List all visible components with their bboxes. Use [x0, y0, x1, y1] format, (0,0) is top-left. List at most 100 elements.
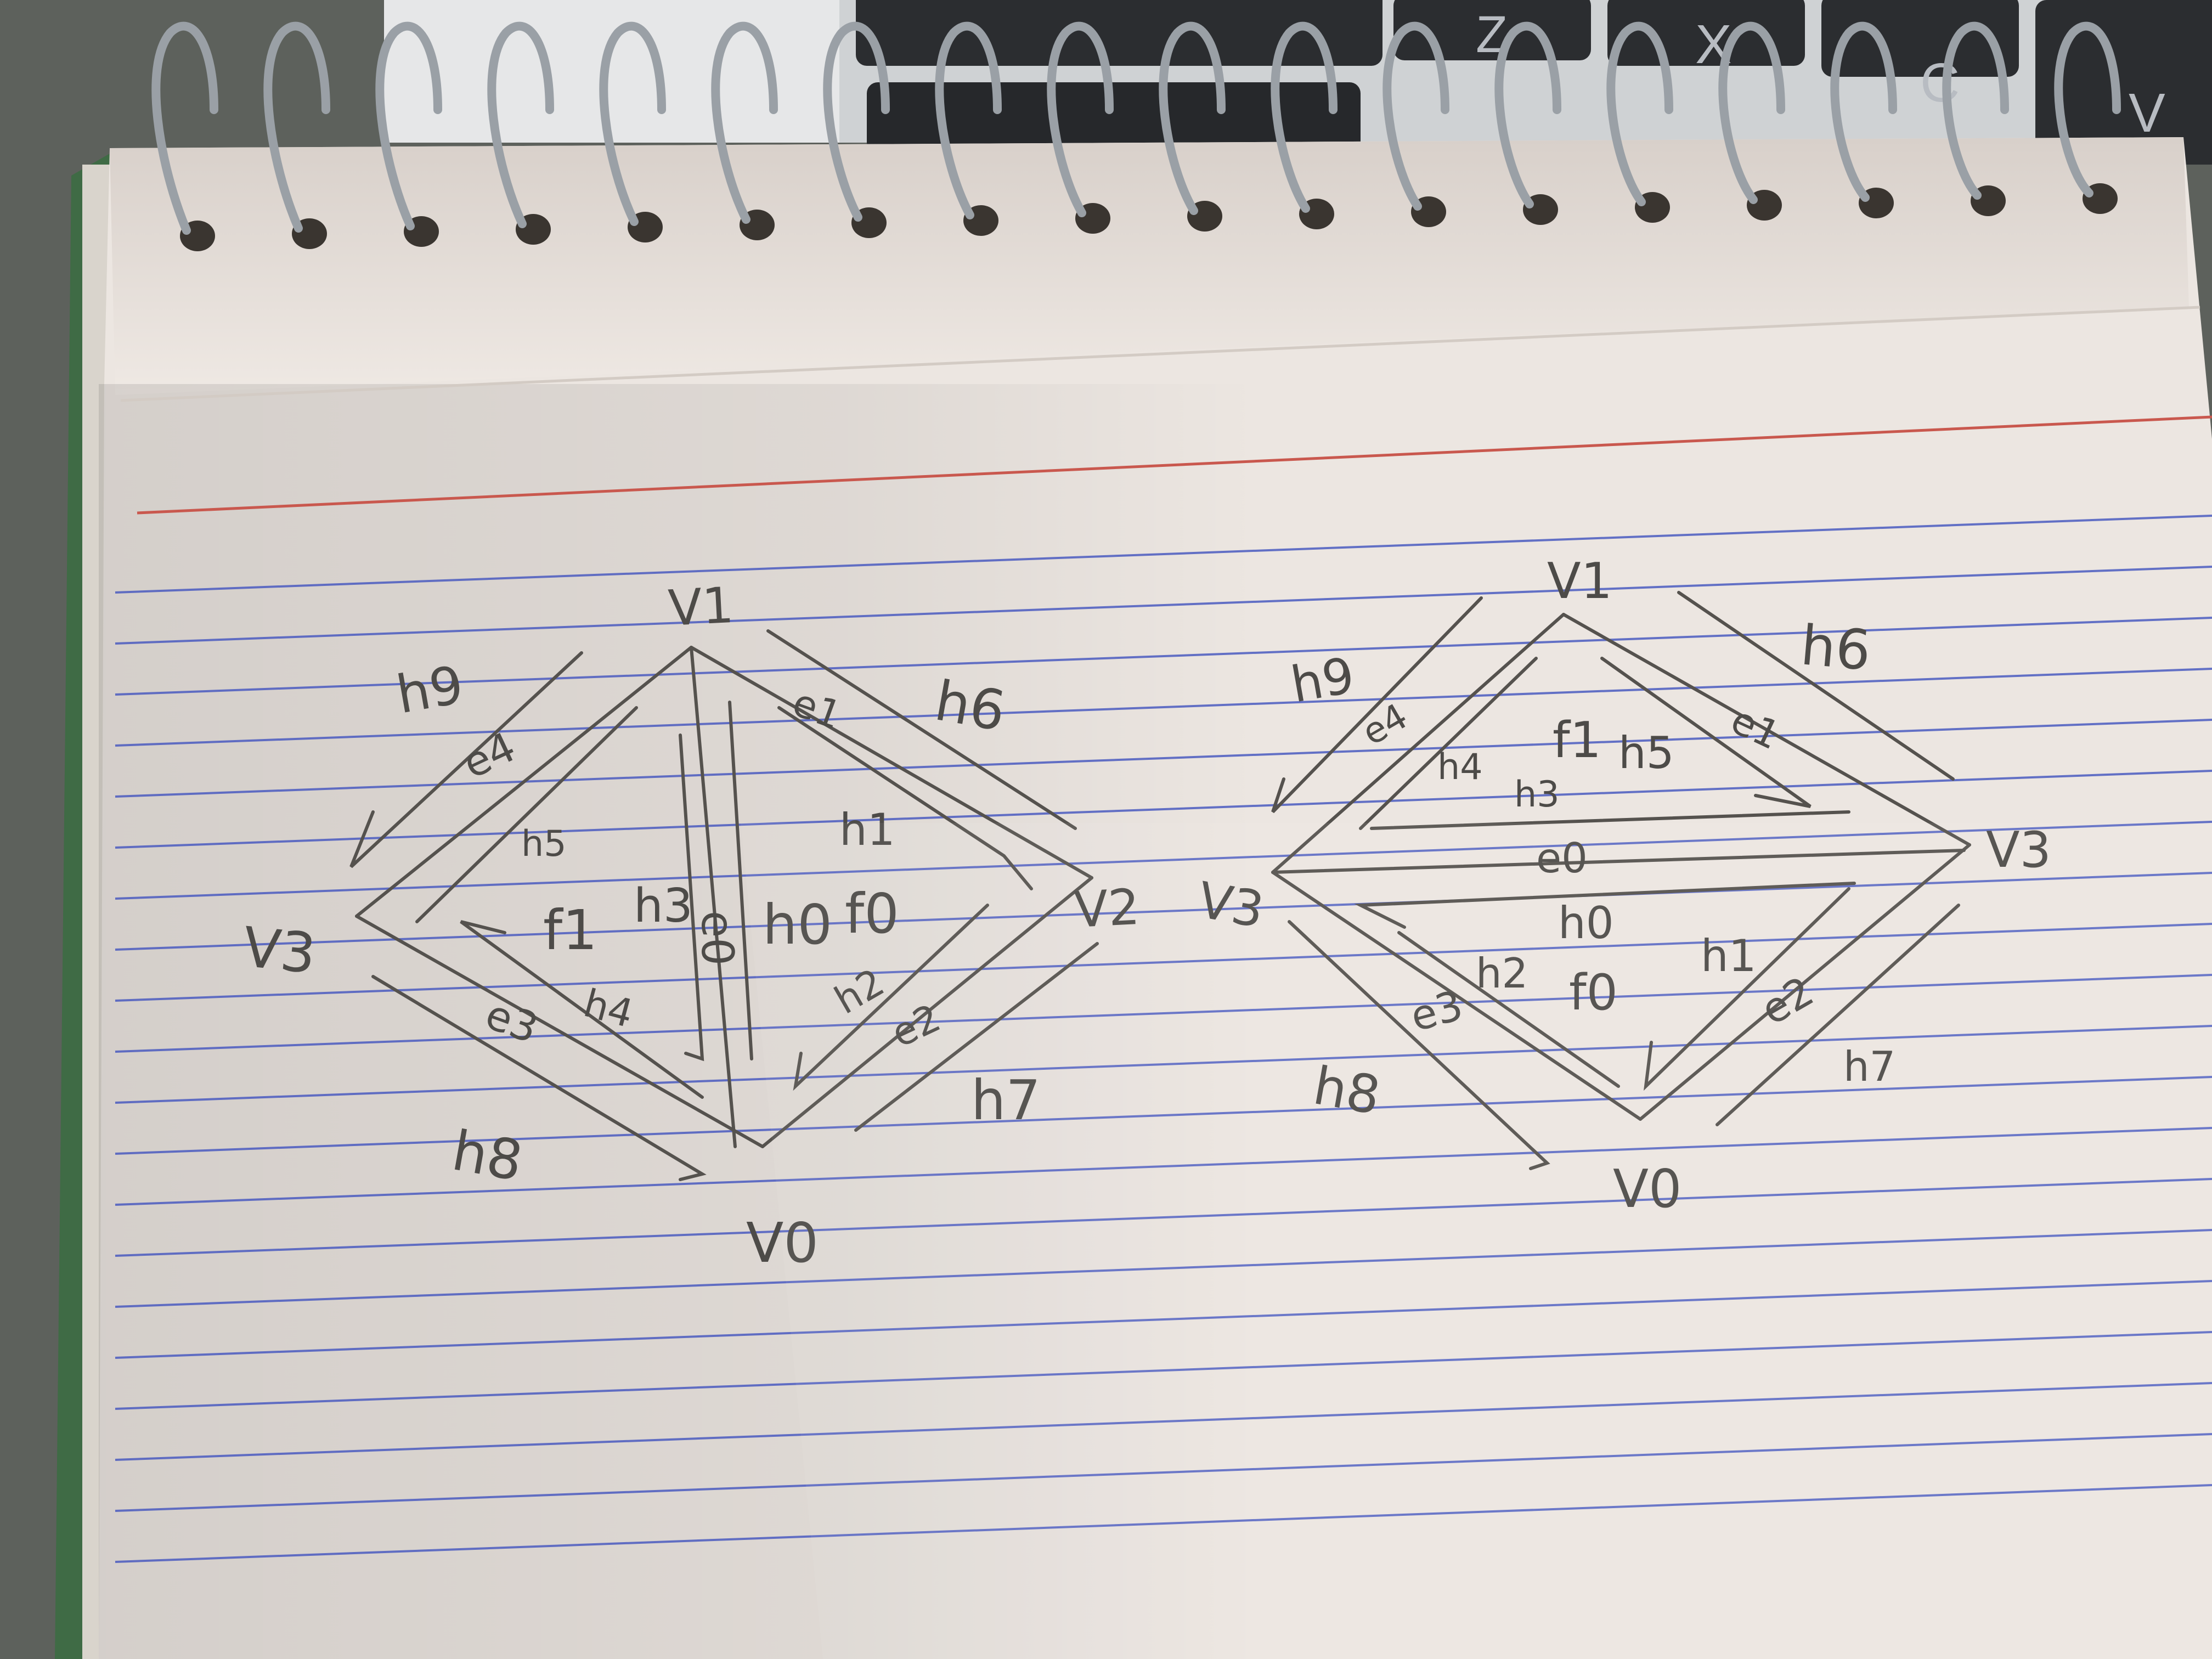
left-edge-v1-v3	[355, 646, 693, 918]
left-h5-arrow	[415, 706, 638, 923]
right-label-h1: h1	[1701, 930, 1757, 981]
spiral-ring	[823, 21, 890, 222]
right-h7-arrow	[1716, 904, 1960, 1126]
left-h1-arrow	[777, 706, 1033, 890]
left-label-h6: h6	[930, 668, 1010, 743]
spiral-binding	[151, 21, 2121, 251]
right-label-v3-right: V3	[1986, 821, 2051, 879]
spiral-ring	[1159, 21, 1226, 215]
left-edge-v3-v0	[355, 915, 764, 1148]
left-edge-v0-v2	[761, 876, 1093, 1148]
right-h2-arrow	[1397, 931, 1620, 1088]
right-label-h2: h2	[1476, 949, 1528, 997]
spiral-ring	[487, 21, 554, 228]
ruled-line	[115, 1127, 2212, 1206]
spiral-ring	[935, 21, 1002, 219]
spiral-ring	[2054, 21, 2121, 198]
key-c-label: C	[1920, 52, 1960, 114]
left-h4-arrow	[460, 920, 704, 1099]
ruled-line	[115, 1025, 2212, 1104]
right-h4-arrow	[1359, 657, 1538, 830]
ruled-line	[115, 974, 2212, 1053]
right-h0-arrow	[1354, 882, 1856, 929]
right-label-v1: V1	[1547, 552, 1612, 610]
right-label-h4: h4	[1437, 747, 1483, 788]
key-z	[1393, 0, 1591, 60]
spiral-ring	[1383, 21, 1449, 211]
spiral-ring	[1047, 21, 1114, 217]
ruled-line	[115, 1433, 2212, 1512]
right-label-h8: h8	[1309, 1056, 1385, 1126]
margin-red-line	[137, 415, 2212, 515]
ruled-line	[115, 617, 2212, 696]
left-label-h1: h1	[839, 804, 895, 855]
ruled-line	[115, 923, 2212, 1002]
right-label-f0: f0	[1569, 964, 1618, 1022]
left-h2-arrow	[793, 904, 989, 1091]
spiral-ring	[1830, 21, 1897, 202]
spiral-ring	[1718, 21, 1785, 204]
ruled-line	[115, 1178, 2212, 1257]
left-label-v2: V2	[1073, 878, 1141, 939]
left-label-v3: V3	[240, 915, 319, 986]
left-label-h9: h9	[392, 654, 468, 725]
ruled-line	[115, 1229, 2212, 1308]
ruled-line	[115, 1280, 2212, 1359]
ruled-line	[115, 515, 2212, 594]
left-h7-arrow	[854, 942, 1099, 1132]
spiral-ring	[151, 21, 218, 235]
ruled-line	[115, 719, 2212, 798]
ruled-line	[115, 1331, 2212, 1410]
spiral-ring	[1494, 21, 1561, 208]
left-label-f0: f0	[845, 882, 899, 946]
key-row2	[867, 82, 1361, 154]
ruled-line	[115, 1076, 2212, 1155]
ruled-line	[115, 566, 2212, 645]
ruled-line	[115, 1382, 2212, 1461]
ruled-line	[115, 668, 2212, 747]
spiral-ring	[1942, 21, 2009, 200]
right-h8-arrow	[1288, 920, 1550, 1170]
right-edge-v0-v3right	[1639, 843, 1971, 1121]
right-h1-arrow	[1643, 887, 1850, 1091]
speaker-grille	[384, 0, 839, 143]
right-label-e0: e0	[1536, 834, 1588, 882]
left-label-h0: h0	[763, 893, 832, 957]
ruled-line	[115, 1484, 2212, 1563]
key-v-label: V	[2129, 82, 2165, 144]
right-h3-arrow	[1370, 810, 1850, 830]
left-h9-arrow	[349, 651, 583, 868]
key	[856, 0, 1383, 66]
right-h5-arrow	[1600, 657, 1812, 808]
left-label-h7: h7	[971, 1068, 1041, 1132]
left-label-h3: h3	[634, 879, 693, 933]
right-label-h6: h6	[1798, 613, 1874, 683]
left-h6-arrow	[766, 629, 1077, 830]
spiral-ring	[711, 21, 778, 224]
right-label-h0: h0	[1558, 898, 1614, 949]
right-h6-arrow	[1677, 591, 1955, 781]
left-label-e0: e0	[692, 911, 743, 966]
left-label-h8: h8	[448, 1118, 527, 1193]
right-label-v0: V0	[1613, 1159, 1681, 1220]
left-h8-arrow	[371, 975, 707, 1181]
right-label-h9: h9	[1287, 646, 1359, 714]
right-label-f1: f1	[1553, 712, 1601, 769]
ruled-line	[115, 821, 2212, 900]
spiral-ring	[1271, 21, 1338, 213]
spiral-ring	[1606, 21, 1673, 206]
left-label-v0: V0	[746, 1211, 819, 1275]
spiral-ring	[263, 21, 330, 233]
left-h3-arrow	[679, 733, 704, 1062]
spiral-ring	[599, 21, 666, 226]
right-edge-v1-v3left	[1271, 613, 1565, 874]
right-label-h7: h7	[1843, 1042, 1895, 1091]
paper-fold-line	[120, 306, 2200, 402]
left-h0-arrow	[728, 701, 753, 1060]
right-edge-v3left-v0	[1271, 871, 1642, 1121]
left-label-h5: h5	[521, 823, 567, 865]
right-h9-arrow	[1271, 596, 1483, 814]
right-edge-e0-horizontal	[1271, 849, 1966, 874]
left-label-v1: V1	[667, 577, 735, 637]
